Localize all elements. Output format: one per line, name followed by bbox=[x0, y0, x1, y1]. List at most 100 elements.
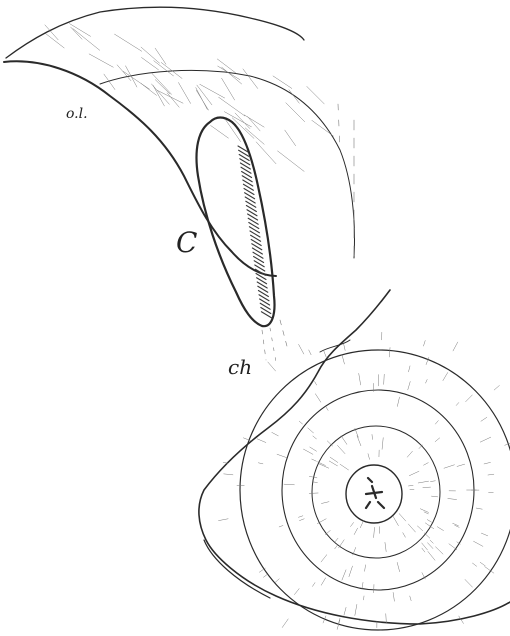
section-stroke bbox=[224, 474, 233, 475]
section-stroke bbox=[457, 464, 465, 466]
outer-layer-label: o.l. bbox=[66, 106, 88, 122]
section-stroke bbox=[299, 344, 304, 354]
band-stroke bbox=[71, 27, 82, 39]
section-stroke bbox=[365, 565, 366, 571]
section-stroke bbox=[335, 545, 338, 549]
section-stroke bbox=[399, 514, 406, 521]
band-stroke bbox=[196, 90, 208, 110]
band-stroke bbox=[152, 73, 172, 94]
section-stroke bbox=[494, 385, 499, 390]
section-stroke bbox=[355, 604, 357, 615]
section-stroke bbox=[315, 381, 317, 385]
section-stroke bbox=[389, 347, 390, 357]
section-stroke bbox=[435, 421, 438, 425]
section-stroke bbox=[407, 451, 412, 457]
section-stroke bbox=[350, 522, 353, 526]
section-stroke bbox=[308, 428, 314, 433]
band-stroke bbox=[200, 84, 225, 98]
section-stroke bbox=[437, 527, 443, 531]
section-stroke bbox=[282, 619, 288, 628]
section-stroke bbox=[408, 524, 415, 532]
section-stroke bbox=[342, 354, 345, 364]
section-stroke bbox=[385, 542, 386, 551]
section-stroke bbox=[364, 596, 365, 600]
section-stroke bbox=[466, 395, 473, 402]
section-stroke bbox=[337, 445, 345, 453]
section-stroke bbox=[443, 373, 448, 381]
section-stroke bbox=[403, 533, 406, 538]
section-stroke bbox=[324, 350, 327, 357]
section-stroke bbox=[303, 449, 313, 454]
section-stroke bbox=[382, 438, 383, 450]
band-stroke bbox=[178, 82, 190, 103]
band-stroke bbox=[244, 115, 264, 127]
section-stroke bbox=[384, 374, 385, 384]
section-stroke bbox=[284, 484, 294, 485]
band-stroke bbox=[167, 93, 179, 107]
section-stroke bbox=[327, 441, 332, 446]
section-stroke bbox=[481, 533, 487, 536]
band-stroke bbox=[273, 76, 292, 89]
band-stroke bbox=[307, 86, 325, 104]
section-stroke bbox=[329, 461, 337, 466]
band-stroke bbox=[289, 90, 299, 104]
section-stroke bbox=[488, 474, 494, 475]
section-stroke bbox=[360, 521, 363, 528]
section-stroke bbox=[408, 381, 410, 389]
band-stroke bbox=[245, 128, 264, 144]
section-stroke bbox=[341, 436, 347, 445]
band-stroke bbox=[155, 48, 166, 64]
band-stroke bbox=[157, 90, 183, 103]
section-stroke bbox=[339, 540, 345, 548]
section-stroke bbox=[423, 463, 428, 466]
lower-tissue-section bbox=[199, 290, 510, 630]
section-stroke bbox=[321, 555, 327, 562]
band-stroke bbox=[155, 80, 170, 94]
band-stroke bbox=[153, 85, 164, 106]
section-stroke bbox=[312, 459, 317, 461]
section-stroke bbox=[257, 439, 266, 443]
section-stroke bbox=[430, 481, 435, 482]
section-stroke bbox=[480, 562, 485, 566]
section-stroke bbox=[444, 465, 455, 468]
section-stroke bbox=[456, 403, 459, 406]
section-stroke bbox=[397, 562, 399, 571]
band-stroke bbox=[222, 78, 235, 100]
upper-band-hatching bbox=[45, 24, 334, 172]
section-stroke bbox=[449, 544, 457, 550]
section-stroke bbox=[334, 538, 338, 543]
section-stroke bbox=[472, 563, 476, 566]
section-stroke bbox=[423, 340, 425, 346]
section-stroke bbox=[481, 417, 487, 421]
section-stroke bbox=[374, 527, 375, 537]
section-stroke bbox=[218, 519, 228, 521]
section-stroke bbox=[277, 454, 287, 457]
section-stroke bbox=[330, 457, 338, 462]
band-stroke bbox=[211, 125, 229, 138]
band-stroke bbox=[141, 57, 158, 69]
section-stroke bbox=[422, 548, 425, 552]
band-stroke bbox=[286, 103, 305, 122]
band-stroke bbox=[141, 83, 157, 95]
section-stroke bbox=[299, 519, 304, 521]
section-stroke bbox=[397, 397, 399, 406]
section-stroke bbox=[298, 516, 302, 518]
section-stroke bbox=[272, 432, 279, 436]
band-stroke bbox=[256, 142, 276, 164]
section-stroke bbox=[258, 463, 263, 464]
section-stroke bbox=[427, 543, 433, 549]
band-stroke bbox=[243, 69, 258, 89]
section-stroke bbox=[408, 485, 413, 486]
section-stroke bbox=[430, 540, 433, 543]
band-stroke bbox=[151, 84, 169, 104]
section-stroke bbox=[349, 566, 353, 577]
band-stroke bbox=[73, 29, 100, 51]
section-stroke bbox=[344, 344, 346, 351]
section-stroke bbox=[319, 464, 329, 468]
section-stroke bbox=[355, 428, 358, 437]
section-stroke bbox=[354, 528, 357, 534]
section-stroke bbox=[263, 574, 267, 577]
section-stroke bbox=[299, 421, 302, 424]
section-stroke bbox=[326, 406, 329, 410]
